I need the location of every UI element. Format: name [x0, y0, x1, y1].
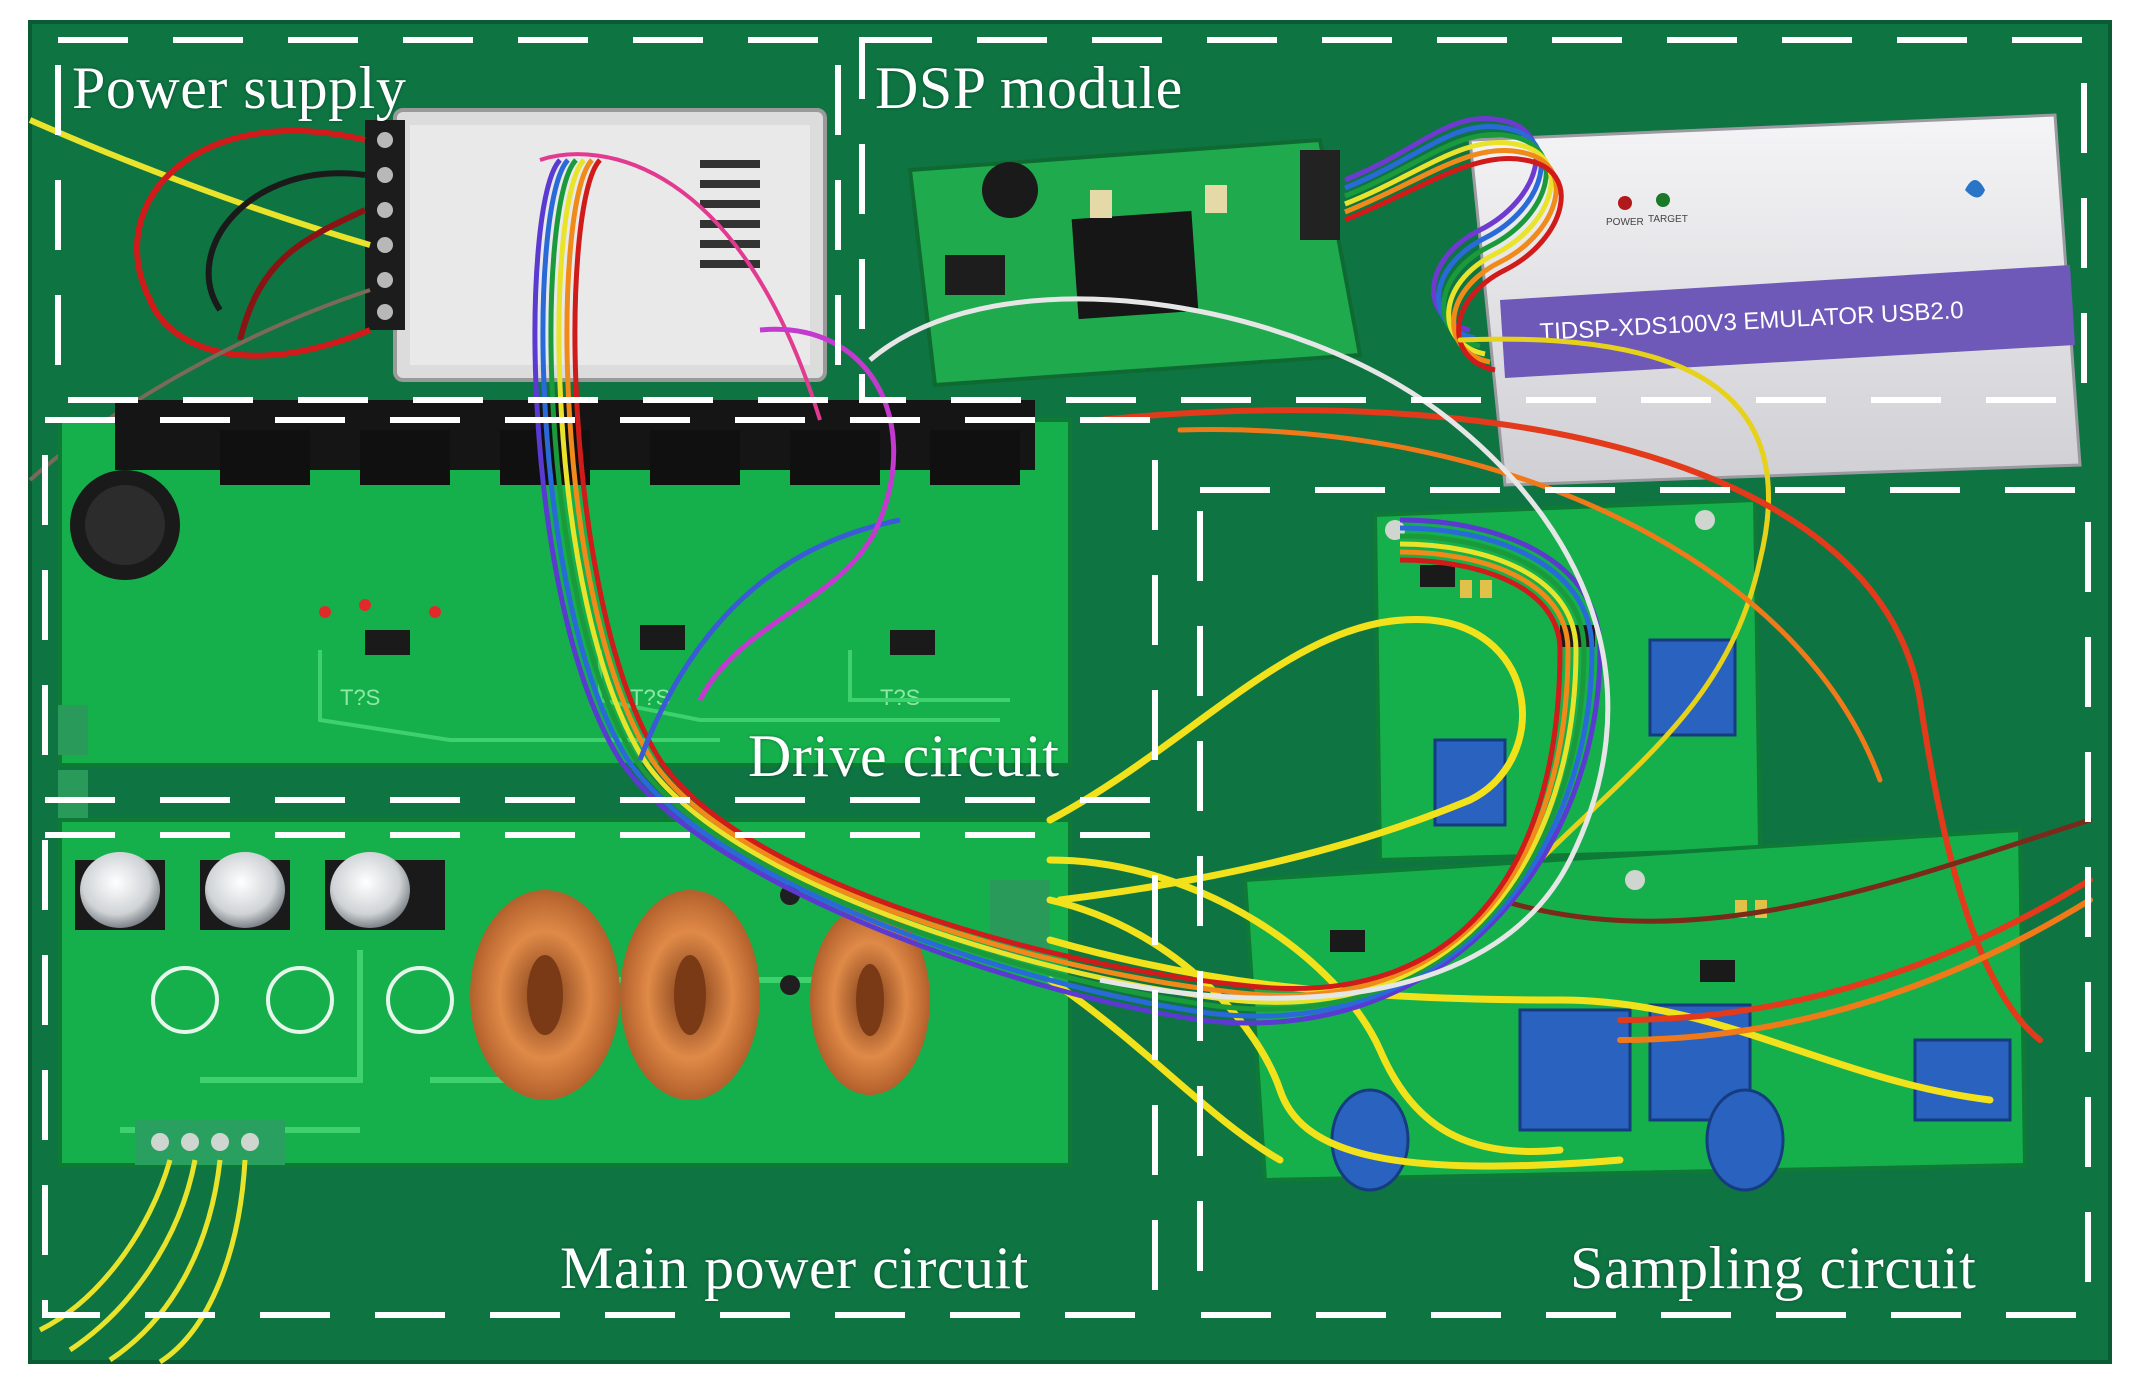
signal-wires [1046, 336, 2093, 1170]
grey-signal-wires [637, 296, 1611, 1001]
frame-dsp-module [859, 37, 2087, 403]
toroidal-inductors [470, 890, 930, 1100]
frame-drive-circuit [42, 417, 1158, 803]
label-main-power-circuit: Main power circuit [560, 1235, 1029, 1301]
main-power-pcb [58, 818, 1072, 1167]
label-dsp-module: DSP module [875, 55, 1183, 121]
emulator-led-target: TARGET [1648, 214, 1688, 225]
frame-main-power [42, 832, 1158, 1318]
filter-capacitors [75, 852, 445, 930]
dsp-ribbon-cable [1344, 116, 1564, 373]
silkscreen-mark-3: T?S [880, 685, 920, 710]
xds100v3-emulator: TIDSP-XDS100V3 EMULATOR USB2.0 POWER TAR… [1468, 113, 2082, 487]
power-supply-unit [365, 108, 827, 382]
dsp-board [907, 137, 1363, 388]
power-supply-wires [28, 117, 372, 482]
region-frames [42, 37, 2091, 1318]
label-power-supply: Power supply [72, 55, 407, 121]
emulator-led-power: POWER [1606, 217, 1644, 228]
silkscreen-mark-1: T?S [340, 685, 380, 710]
frame-sampling [1197, 487, 2091, 1318]
label-sampling-circuit: Sampling circuit [1570, 1235, 1977, 1301]
label-drive-circuit: Drive circuit [748, 723, 1060, 789]
frame-power-supply [55, 37, 841, 403]
